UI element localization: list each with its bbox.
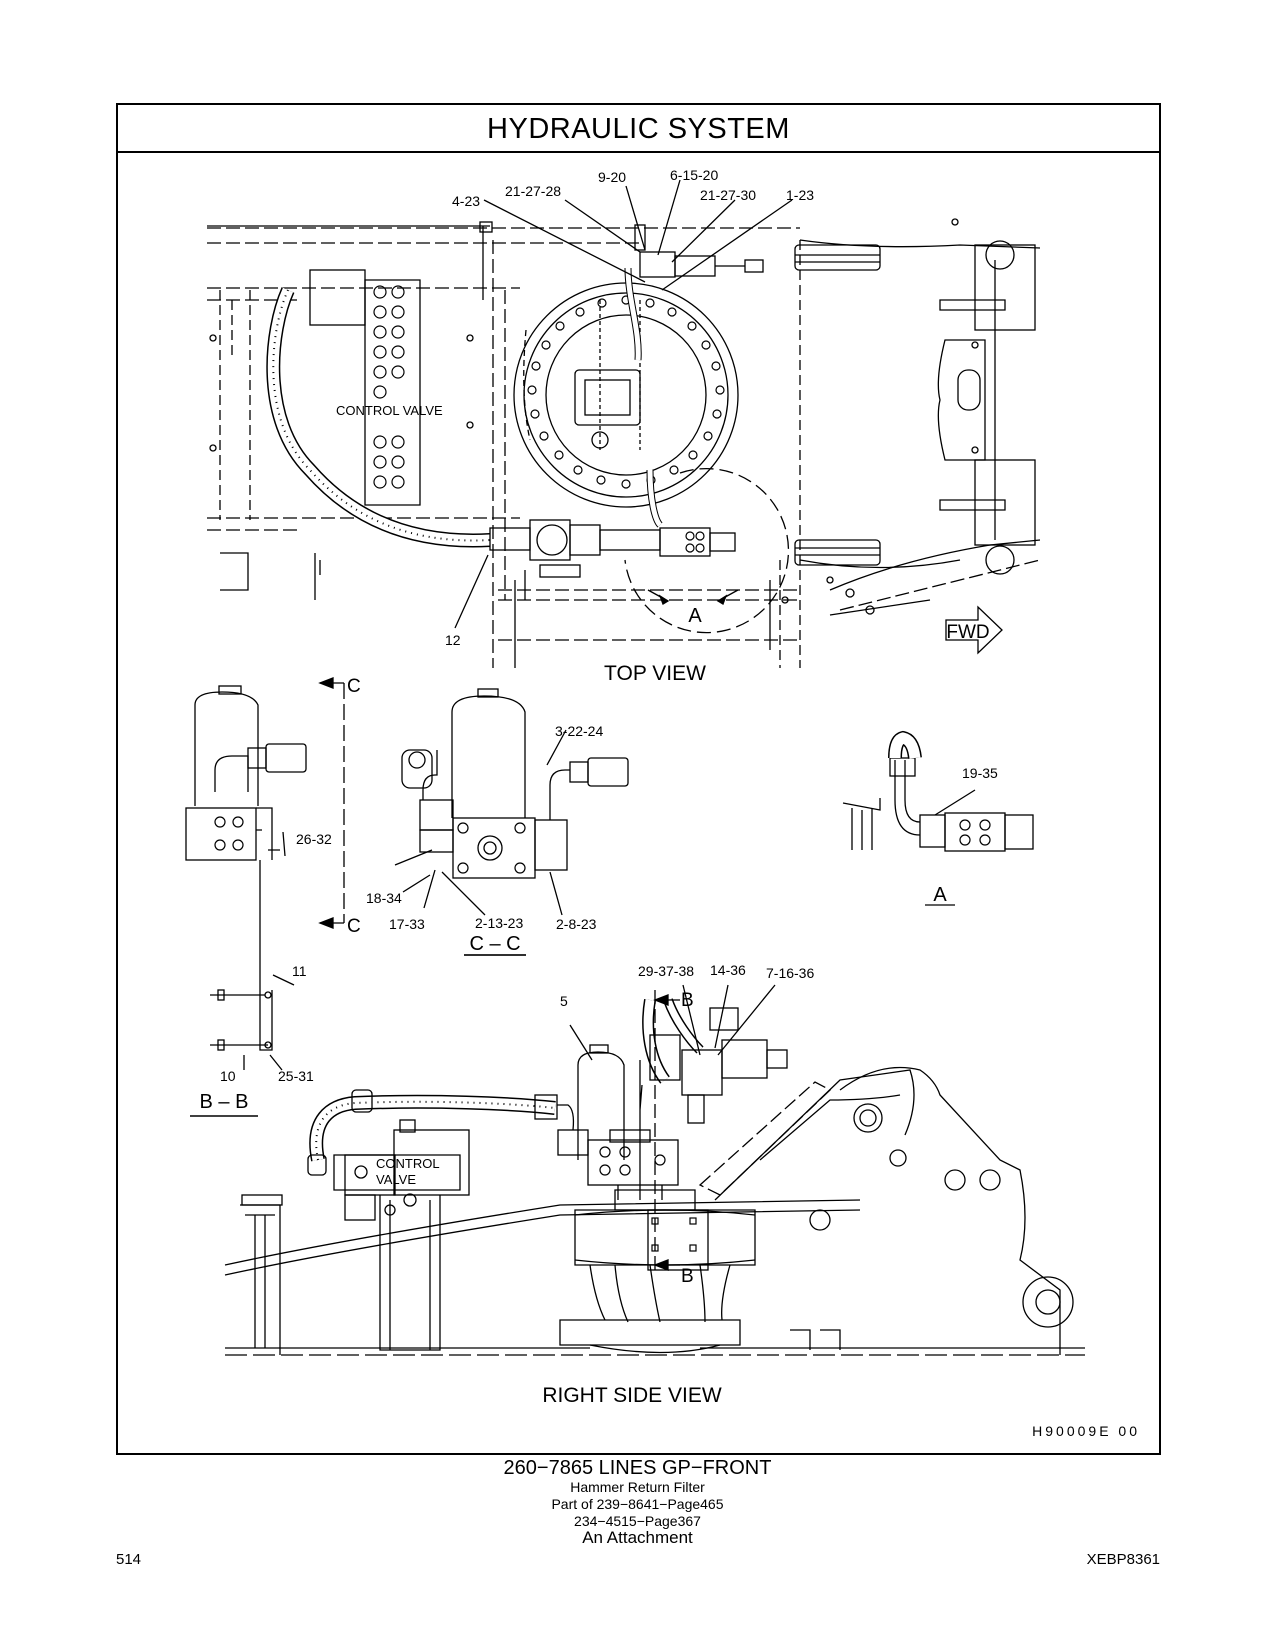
page-title: HYDRAULIC SYSTEM bbox=[118, 105, 1159, 153]
callout-12: 12 bbox=[445, 632, 461, 648]
detail-a-marker: A bbox=[688, 605, 702, 627]
callout-9-20: 9-20 bbox=[598, 169, 626, 185]
part-number-title: 260−7865 LINES GP−FRONT bbox=[503, 1457, 772, 1479]
callout-21-27-28: 21-27-28 bbox=[505, 183, 561, 199]
top-view-drawing bbox=[207, 179, 1041, 668]
drawing-id: H90009E 00 bbox=[1032, 1423, 1140, 1439]
section-bb-drawing bbox=[185, 677, 345, 1071]
callout-21-27-30: 21-27-30 bbox=[700, 187, 756, 203]
detail-a-drawing bbox=[842, 730, 1034, 906]
top-view-label: TOP VIEW bbox=[604, 662, 706, 685]
document-code: XEBP8361 bbox=[1086, 1551, 1160, 1568]
section-bb-label: B – B bbox=[200, 1091, 249, 1113]
control-valve-label-side-2: VALVE bbox=[376, 1172, 416, 1187]
callout-2-13-23: 2-13-23 bbox=[475, 915, 523, 931]
callout-10: 10 bbox=[220, 1068, 236, 1084]
illustration-frame: HYDRAULIC SYSTEM bbox=[116, 103, 1161, 1455]
fwd-label: FWD bbox=[946, 622, 989, 643]
callout-3-22-24: 3-22-24 bbox=[555, 723, 603, 739]
callout-1-23: 1-23 bbox=[786, 187, 814, 203]
right-side-view-label: RIGHT SIDE VIEW bbox=[542, 1384, 721, 1407]
section-cc-drawing bbox=[394, 688, 629, 956]
caption-part-of: Part of 239−8641−Page465 bbox=[551, 1496, 724, 1512]
callout-17-33: 17-33 bbox=[389, 916, 425, 932]
caption-reference: 234−4515−Page367 bbox=[574, 1513, 701, 1529]
callout-11: 11 bbox=[292, 963, 307, 979]
section-b-marker-bottom: B bbox=[681, 1266, 694, 1287]
callout-26-32: 26-32 bbox=[296, 831, 332, 847]
caption-attachment: An Attachment bbox=[582, 1528, 693, 1547]
callout-18-34: 18-34 bbox=[366, 890, 402, 906]
caption-description: Hammer Return Filter bbox=[570, 1479, 705, 1495]
section-cc-label: C – C bbox=[469, 933, 520, 955]
callout-4-23: 4-23 bbox=[452, 193, 480, 209]
detail-a-label: A bbox=[933, 884, 947, 906]
callout-14-36: 14-36 bbox=[710, 962, 746, 978]
callout-2-8-23: 2-8-23 bbox=[556, 916, 597, 932]
callout-25-31: 25-31 bbox=[278, 1068, 314, 1084]
callout-19-35: 19-35 bbox=[962, 765, 998, 781]
callout-7-16-36: 7-16-36 bbox=[766, 965, 814, 981]
control-valve-label-side-1: CONTROL bbox=[376, 1156, 440, 1171]
right-side-view-drawing bbox=[224, 984, 1085, 1356]
callout-6-15-20: 6-15-20 bbox=[670, 167, 718, 183]
control-valve-label-top: CONTROL VALVE bbox=[336, 403, 443, 418]
section-c-marker-top: C bbox=[347, 676, 361, 697]
callout-29-37-38: 29-37-38 bbox=[638, 963, 694, 979]
callout-5: 5 bbox=[560, 993, 568, 1009]
section-b-marker-top: B bbox=[681, 990, 694, 1011]
section-c-marker-bottom: C bbox=[347, 916, 361, 937]
page-number: 514 bbox=[116, 1551, 142, 1568]
